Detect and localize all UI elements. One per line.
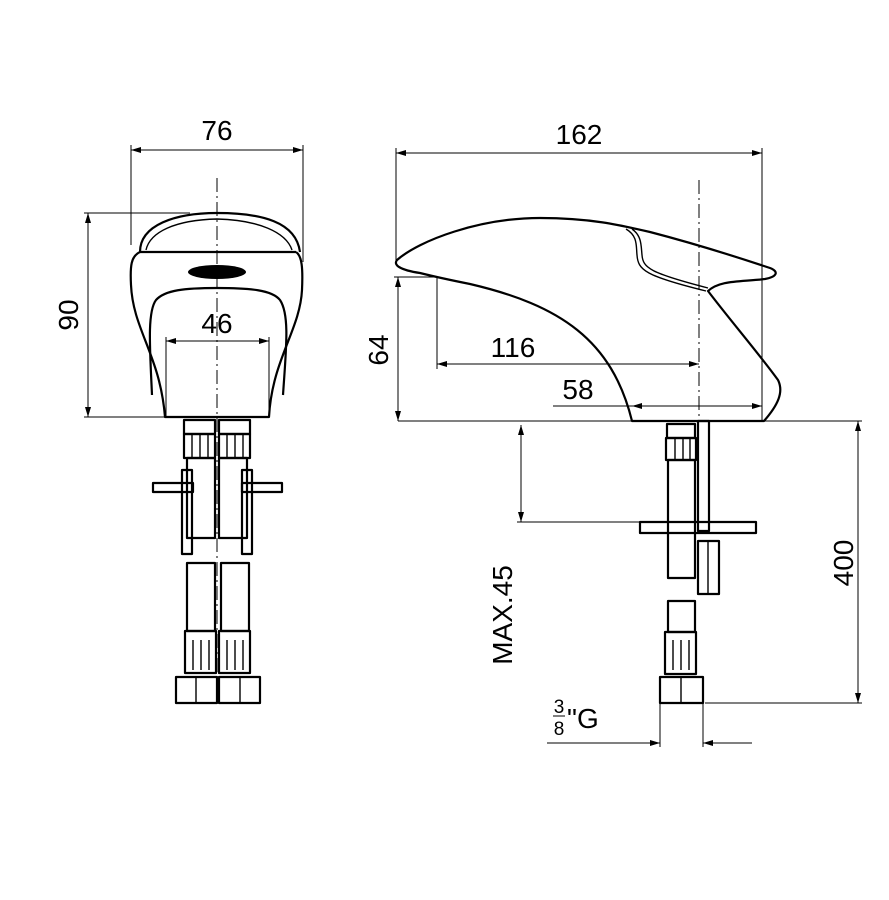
dimension-label: MAX.45 [487,565,518,665]
dimension-76: 76 [130,115,304,262]
faucet-body-front [129,211,304,419]
front-view: 76 90 46 [53,115,304,705]
dimension-label: 400 [828,540,859,587]
dimension-label: 76 [201,115,232,146]
dimension-58: 58 [553,374,762,409]
mounting-bracket [240,481,284,494]
dimension-116: 116 [436,277,699,369]
dimension-label: 90 [53,299,84,330]
mounting-plate [638,520,758,535]
mounting-bracket [151,481,195,494]
dimension-label: 162 [556,119,603,150]
dimension-400: 400 [705,421,862,704]
side-view: 162 64 116 58 [363,119,862,747]
thread-suffix: "G [567,703,599,734]
faucet-body-side [394,216,782,423]
dimension-label: 58 [562,374,593,405]
dimension-label: 46 [201,308,232,339]
dimension-max-45: MAX.45 [487,425,640,665]
sensor-window [188,265,246,279]
thread-numerator: 3 [554,697,565,718]
dimension-thread: 3 8 "G [547,697,752,747]
supply-hoses-front [151,418,284,705]
dimension-64: 64 [363,276,437,421]
thread-denominator: 8 [554,719,565,740]
dimension-162: 162 [395,119,763,420]
threaded-rod [696,419,711,533]
dimension-label: 64 [363,334,394,365]
supply-hose-side [638,419,758,705]
dimension-46: 46 [165,308,270,417]
dimension-90: 90 [53,212,190,418]
dimension-label: 116 [491,332,536,363]
